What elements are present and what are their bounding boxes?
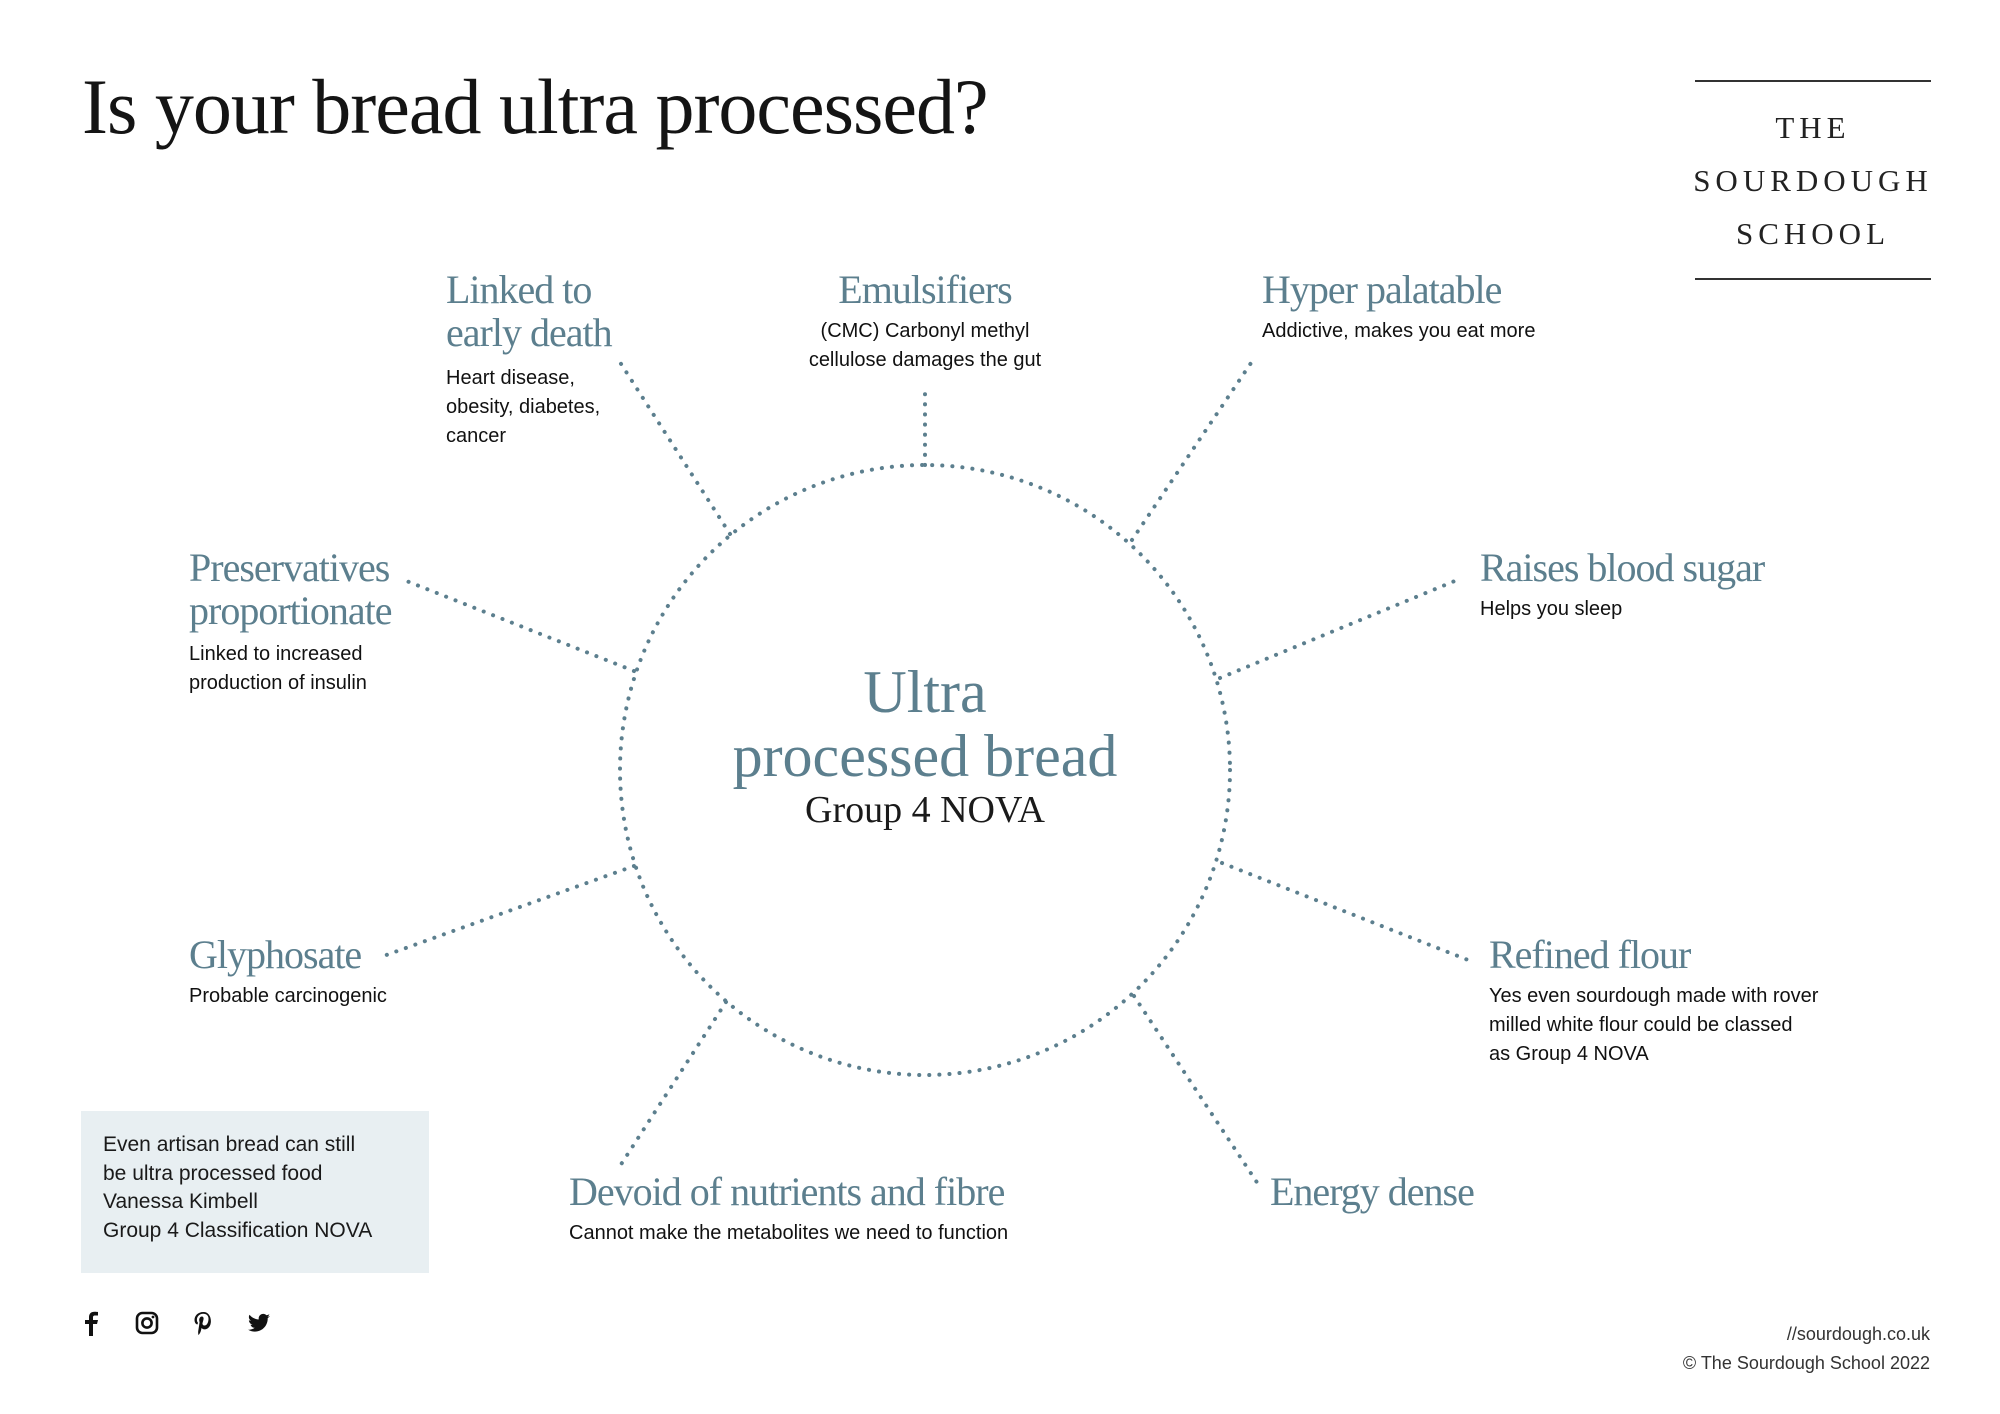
node-hyper-palatable: Hyper palatable Addictive, makes you eat… [1262,268,1682,346]
center-title-line: Ultra [863,659,987,725]
node-title: Raises blood sugar [1480,545,1765,590]
node-description: (CMC) Carbonyl methyl cellulose damages … [808,320,1042,371]
node-description: Linked to increased production of insuli… [189,643,367,694]
note-line: Even artisan bread can still [103,1133,356,1156]
pinterest-icon[interactable] [190,1310,216,1336]
logo-line: SCHOOL [1735,215,1890,251]
node-linked-to-early-death: Linked to early death Heart disease, obe… [446,268,636,451]
node-title: Hyper palatable [1262,267,1502,312]
logo-line: SOURDOUGH [1693,162,1933,198]
node-title: Emulsifiers [838,267,1012,312]
node-description: Yes even sourdough made with rover mille… [1489,985,1819,1065]
facebook-icon[interactable] [78,1310,104,1336]
website-link[interactable]: //sourdough.co.uk [1786,1324,1930,1344]
connector-hyper-palatable [1130,358,1255,542]
twitter-icon[interactable] [246,1310,272,1336]
page-title: Is your bread ultra processed? [82,63,989,150]
central-circle [618,463,1232,1077]
node-raises-blood-sugar: Raises blood sugar Helps you sleep [1480,546,1900,624]
instagram-icon[interactable] [134,1310,160,1336]
connector-energy-dense [1132,994,1262,1189]
connector-preservatives [402,578,636,673]
connector-raises-blood-sugar [1218,576,1464,680]
copyright: © The Sourdough School 2022 [1682,1353,1930,1373]
node-energy-dense: Energy dense [1270,1170,1590,1213]
node-preservatives-proportionate: Preservatives proportionate Linked to in… [189,546,429,698]
node-glyphosate: Glyphosate Probable carcinogenic [189,933,489,1011]
node-description: Cannot make the metabolites we need to f… [569,1222,1009,1244]
node-refined-flour: Refined flour Yes even sourdough made wi… [1489,933,1819,1069]
node-description: Probable carcinogenic [189,985,387,1007]
note-line: Group 4 Classification NOVA [103,1218,373,1242]
node-emulsifiers: Emulsifiers (CMC) Carbonyl methyl cellul… [765,268,1085,375]
node-description: Helps you sleep [1480,598,1623,620]
node-title: Linked to early death [446,267,613,355]
node-title: Devoid of nutrients and fibre [569,1169,1005,1214]
node-description: Heart disease, obesity, diabetes, cancer [446,367,601,447]
center-title-line: processed bread [732,723,1118,789]
connector-refined-flour [1220,861,1470,962]
node-title: Preservatives proportionate [189,545,393,633]
social-links [78,1310,272,1336]
node-description: Addictive, makes you eat more [1262,320,1536,342]
logo-line: THE [1775,109,1851,145]
footer: //sourdough.co.uk © The Sourdough School… [1683,1320,1930,1378]
central-topic: Ultra processed bread Group 4 NOVA [660,660,1190,832]
quote-note: Even artisan bread can still be ultra pr… [81,1111,429,1273]
sourdough-school-logo: THE SOURDOUGH SCHOOL [1693,80,1933,280]
node-title: Refined flour [1489,932,1691,977]
note-line: be ultra processed food [103,1161,323,1185]
connector-devoid [618,1000,728,1168]
node-devoid-of-nutrients: Devoid of nutrients and fibre Cannot mak… [569,1170,1129,1248]
node-title: Glyphosate [189,932,362,977]
center-subtitle: Group 4 NOVA [805,789,1045,831]
node-title: Energy dense [1270,1169,1475,1214]
note-line: Vanessa Kimbell [103,1190,258,1213]
